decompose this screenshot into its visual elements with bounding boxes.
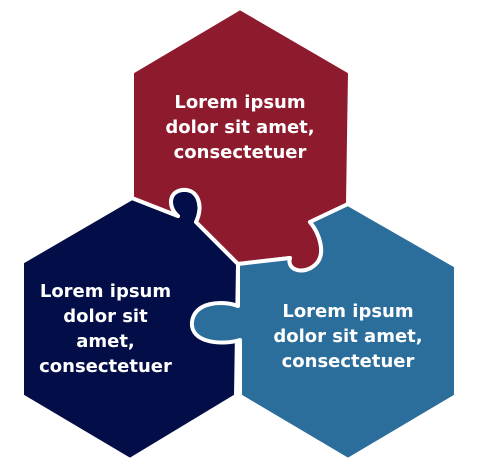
label-right-piece: Lorem ipsum dolor sit amet, consectetuer bbox=[248, 299, 448, 374]
label-top-piece: Lorem ipsum dolor sit amet, consectetuer bbox=[140, 90, 340, 165]
label-left-line-4: consectetuer bbox=[39, 356, 172, 377]
label-top-line-2: dolor sit amet, bbox=[165, 117, 315, 138]
label-right-line-2: dolor sit amet, bbox=[273, 326, 423, 347]
label-left-line-3: amet, bbox=[76, 331, 135, 352]
label-right-line-3: consectetuer bbox=[281, 351, 415, 372]
label-top-line-1: Lorem ipsum bbox=[174, 92, 306, 113]
label-left-line-1: Lorem ipsum bbox=[39, 281, 172, 302]
label-right-line-1: Lorem ipsum bbox=[282, 301, 414, 322]
label-top-line-3: consectetuer bbox=[173, 142, 307, 163]
label-left-line-2: dolor sit bbox=[63, 306, 148, 327]
puzzle-piece-right bbox=[190, 202, 458, 462]
label-left-piece: Lorem ipsum dolor sit amet, consectetuer bbox=[18, 279, 193, 379]
